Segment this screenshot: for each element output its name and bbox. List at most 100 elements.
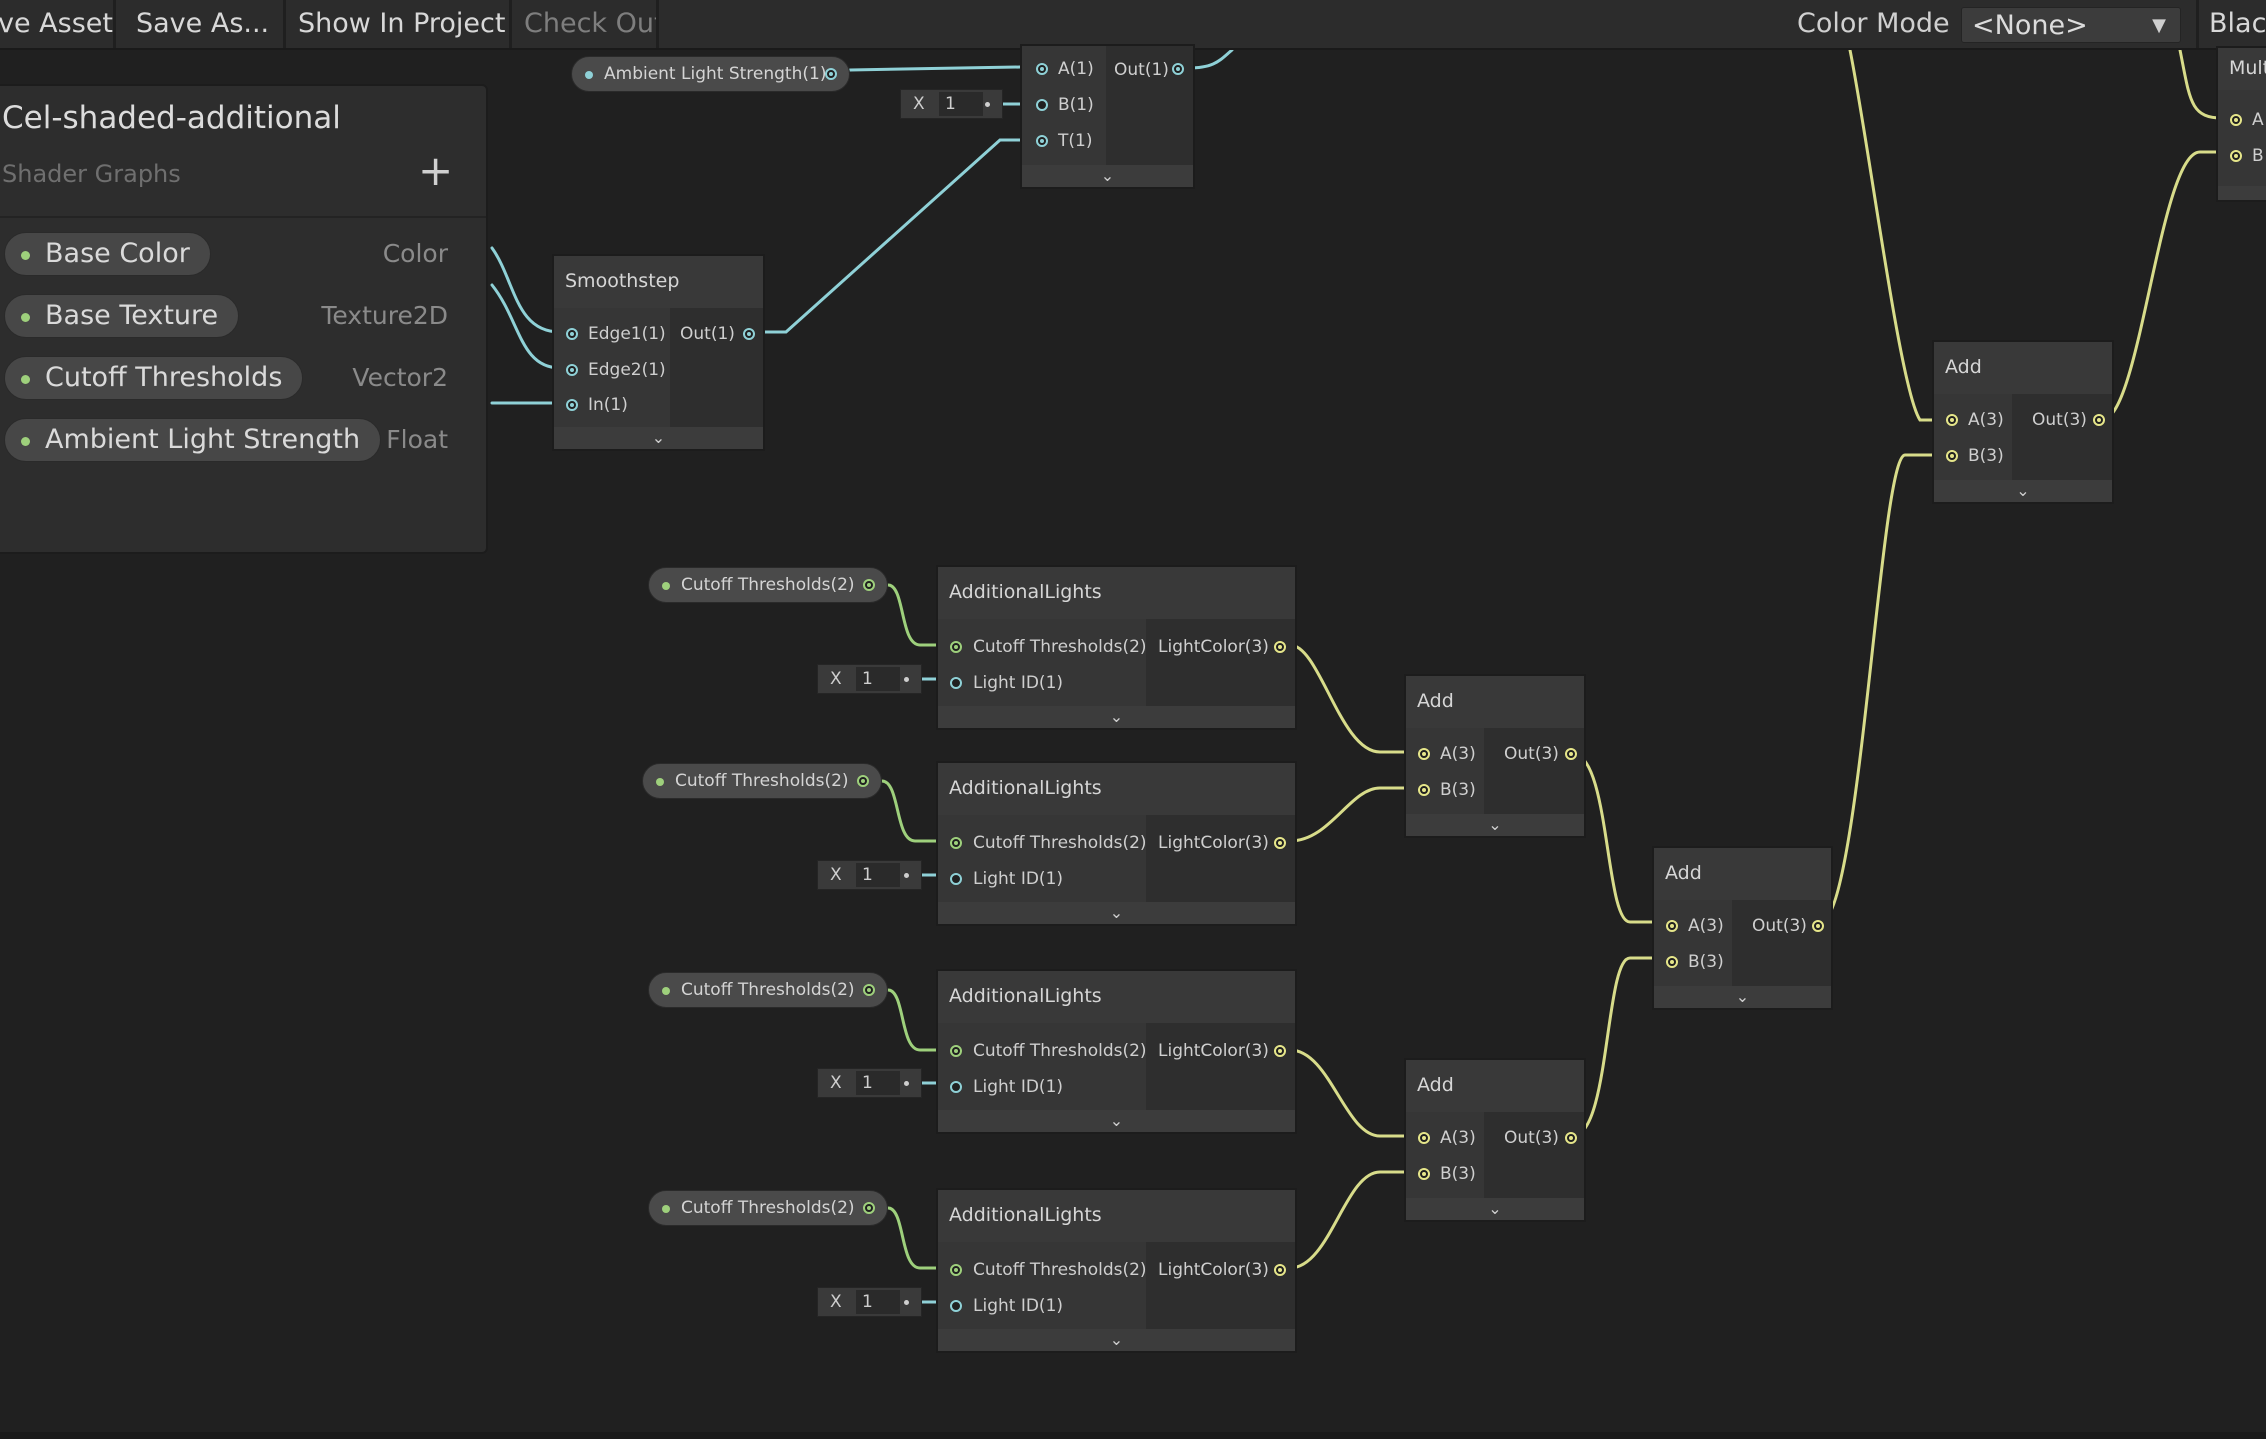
collapse-chevron-icon[interactable]: ⌄: [938, 1110, 1295, 1132]
smoothstep-node[interactable]: Smoothstep Edge1(1) Edge2(1) In(1) Out(1…: [552, 254, 765, 451]
collapse-chevron-icon[interactable]: ⌄: [1406, 1198, 1584, 1220]
input-port-icon[interactable]: [950, 837, 962, 849]
input-port-icon[interactable]: [1946, 414, 1958, 426]
input-port-icon[interactable]: [2230, 150, 2242, 162]
wire-in-edge2: [490, 283, 562, 370]
port-label: Light ID(1): [973, 869, 1064, 889]
collapse-chevron-icon[interactable]: ⌄: [1654, 986, 1831, 1008]
add-outputs: Out(3): [1732, 900, 1831, 988]
color-mode-dropdown[interactable]: <None> ▼: [1961, 7, 2181, 43]
input-port-icon[interactable]: [566, 399, 578, 411]
add-node[interactable]: Add A(3) B(3) Out(3) ⌄: [1404, 1058, 1586, 1222]
output-port-icon[interactable]: [1565, 748, 1577, 760]
field-value[interactable]: 1: [856, 667, 900, 691]
property-row[interactable]: Base Texture Texture2D: [4, 294, 478, 340]
collapse-chevron-icon[interactable]: ⌄: [1406, 814, 1584, 836]
collapse-chevron-icon[interactable]: ⌄: [1022, 165, 1193, 187]
add-node[interactable]: Add A(3) B(3) Out(3) ⌄: [1652, 846, 1833, 1010]
input-port-icon[interactable]: [1036, 63, 1048, 75]
property-row[interactable]: Base Color Color: [4, 232, 478, 278]
output-port-icon[interactable]: [1274, 1045, 1286, 1057]
node-title: Add: [1934, 342, 2112, 394]
save-as-button[interactable]: Save As...: [126, 0, 286, 48]
input-port-icon[interactable]: [950, 873, 962, 885]
input-port-icon[interactable]: [1418, 784, 1430, 796]
input-port-icon[interactable]: [950, 641, 962, 653]
input-port-icon[interactable]: [1036, 99, 1048, 111]
input-port-icon[interactable]: [1418, 1168, 1430, 1180]
field-value[interactable]: 1: [856, 863, 900, 887]
output-port-icon[interactable]: [743, 328, 755, 340]
cutoff-thresholds-property-node[interactable]: Cutoff Thresholds(2): [648, 1190, 888, 1226]
output-port-icon[interactable]: [1274, 641, 1286, 653]
additional-lights-node[interactable]: AdditionalLights Cutoff Thresholds(2) Li…: [936, 565, 1297, 730]
lerp-b-default-field[interactable]: X 1: [900, 89, 1003, 119]
output-port-icon[interactable]: [2093, 414, 2105, 426]
collapse-chevron-icon[interactable]: ⌄: [938, 706, 1295, 728]
light-id-default-field[interactable]: X 1: [817, 860, 922, 890]
property-pill[interactable]: Base Color: [4, 232, 211, 276]
cutoff-thresholds-property-node[interactable]: Cutoff Thresholds(2): [642, 763, 882, 799]
field-value[interactable]: 1: [856, 1071, 900, 1095]
output-port-icon[interactable]: [863, 1202, 875, 1214]
property-pill[interactable]: Ambient Light Strength: [4, 418, 382, 462]
wire-cutoff-1: [886, 583, 952, 647]
ambient-light-strength-property-node[interactable]: Ambient Light Strength(1): [571, 56, 850, 92]
input-port-icon[interactable]: [566, 328, 578, 340]
multiply-node[interactable]: Mult A B: [2216, 46, 2266, 202]
input-port-icon[interactable]: [2230, 114, 2242, 126]
additional-lights-node[interactable]: AdditionalLights Cutoff Thresholds(2) Li…: [936, 761, 1297, 926]
cutoff-thresholds-property-node[interactable]: Cutoff Thresholds(2): [648, 567, 888, 603]
output-port-icon[interactable]: [863, 579, 875, 591]
input-port-icon[interactable]: [950, 1300, 962, 1312]
output-port-icon[interactable]: [1274, 1264, 1286, 1276]
wire-cutoff-3: [886, 988, 952, 1052]
input-port-icon[interactable]: [1036, 135, 1048, 147]
output-port-icon[interactable]: [1565, 1132, 1577, 1144]
show-in-project-button[interactable]: Show In Project: [288, 0, 512, 48]
collapse-chevron-icon[interactable]: ⌄: [938, 902, 1295, 924]
collapse-chevron-icon[interactable]: ⌄: [554, 427, 763, 449]
input-port-icon[interactable]: [1666, 920, 1678, 932]
field-value[interactable]: 1: [939, 92, 983, 116]
property-row[interactable]: Ambient Light Strength Float: [4, 418, 478, 464]
lerp-node[interactable]: A(1) B(1) T(1) Out(1) ⌄: [1020, 44, 1195, 189]
collapse-chevron-icon[interactable]: ⌄: [938, 1329, 1295, 1351]
output-port-icon[interactable]: [863, 984, 875, 996]
property-pill[interactable]: Base Texture: [4, 294, 240, 338]
output-port-icon[interactable]: [825, 68, 837, 80]
output-port-icon[interactable]: [1172, 63, 1184, 75]
input-port-icon[interactable]: [566, 364, 578, 376]
input-port-icon[interactable]: [950, 1081, 962, 1093]
input-port-icon[interactable]: [1418, 1132, 1430, 1144]
add-node[interactable]: Add A(3) B(3) Out(3) ⌄: [1932, 340, 2114, 504]
input-port-icon[interactable]: [1946, 450, 1958, 462]
input-port-icon[interactable]: [1418, 748, 1430, 760]
light-id-default-field[interactable]: X 1: [817, 664, 922, 694]
additional-lights-node[interactable]: AdditionalLights Cutoff Thresholds(2) Li…: [936, 1188, 1297, 1353]
input-port-icon[interactable]: [950, 677, 962, 689]
property-dot-icon: [21, 437, 30, 446]
blackboard-panel: Cel-shaded-additional Shader Graphs + Ba…: [0, 84, 488, 554]
output-port-icon[interactable]: [857, 775, 869, 787]
add-node[interactable]: Add A(3) B(3) Out(3) ⌄: [1404, 674, 1586, 838]
blackboard-button[interactable]: Blac: [2196, 0, 2266, 48]
port-label: Cutoff Thresholds(2): [973, 637, 1147, 657]
add-property-icon[interactable]: +: [418, 146, 454, 195]
collapse-chevron-icon[interactable]: ⌄: [1934, 480, 2112, 502]
light-id-default-field[interactable]: X 1: [817, 1068, 922, 1098]
save-asset-button[interactable]: ve Asset: [0, 0, 116, 48]
additional-lights-node[interactable]: AdditionalLights Cutoff Thresholds(2) Li…: [936, 969, 1297, 1134]
property-pill[interactable]: Cutoff Thresholds: [4, 356, 304, 400]
input-port-icon[interactable]: [1666, 956, 1678, 968]
output-port-icon[interactable]: [1812, 920, 1824, 932]
field-value[interactable]: 1: [856, 1290, 900, 1314]
input-port-icon[interactable]: [950, 1264, 962, 1276]
light-id-default-field[interactable]: X 1: [817, 1287, 922, 1317]
check-out-button[interactable]: Check Out: [514, 0, 659, 48]
cutoff-thresholds-property-node[interactable]: Cutoff Thresholds(2): [648, 972, 888, 1008]
output-port-icon[interactable]: [1274, 837, 1286, 849]
input-port-icon[interactable]: [950, 1045, 962, 1057]
property-row[interactable]: Cutoff Thresholds Vector2: [4, 356, 478, 402]
